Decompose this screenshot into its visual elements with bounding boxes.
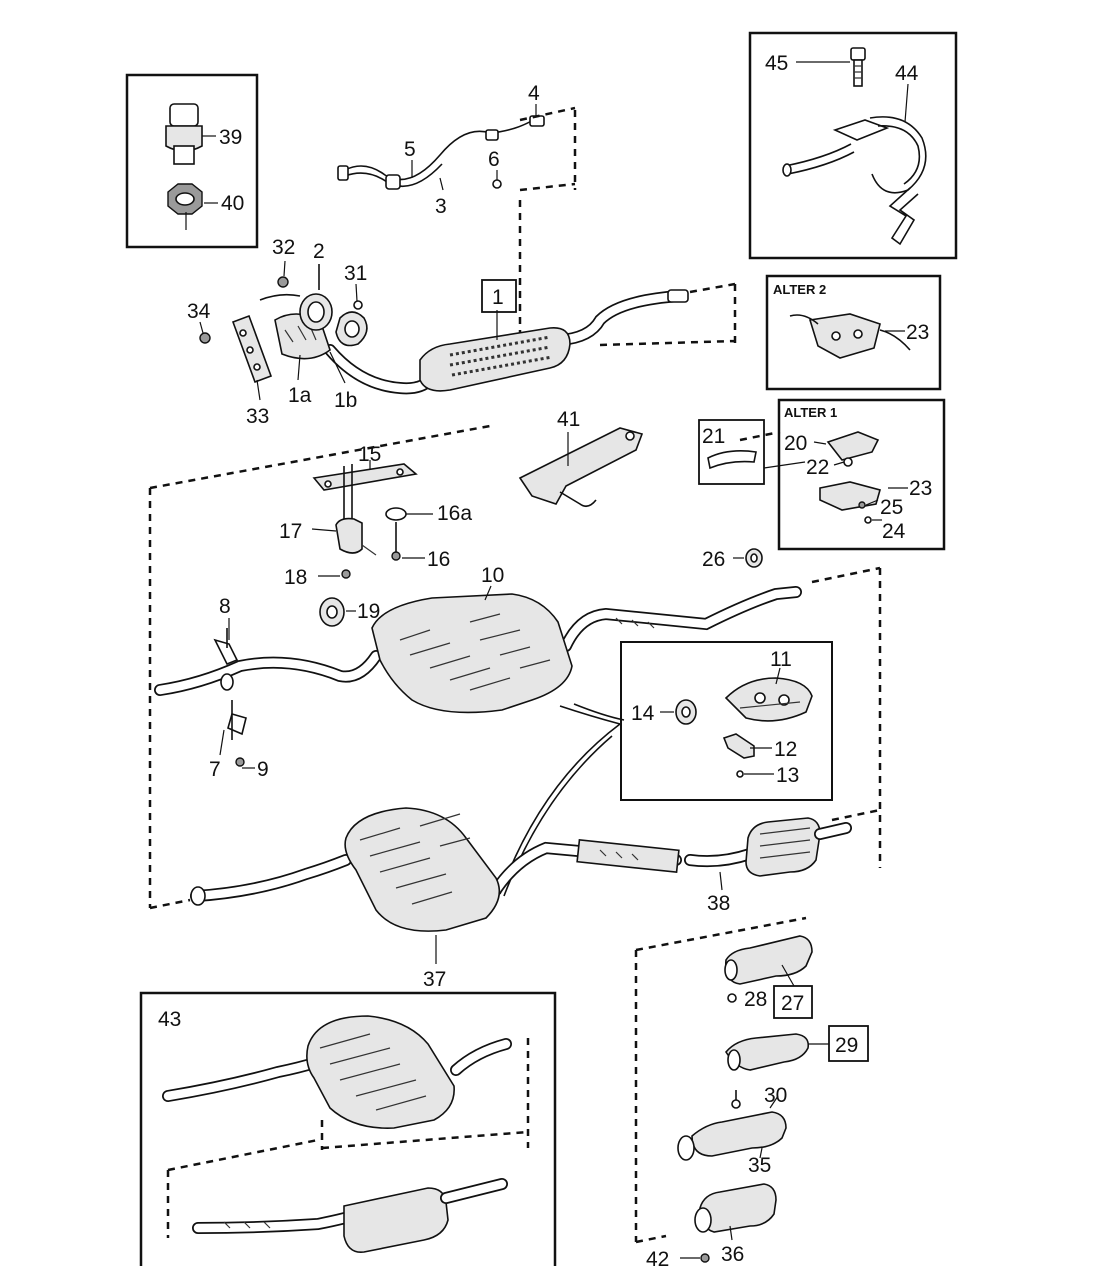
label-43: 43: [158, 1008, 181, 1031]
label-8: 8: [219, 595, 231, 618]
label-11: 11: [770, 648, 792, 671]
label-12: 12: [774, 738, 797, 761]
front-pipe-catalytic-converter: 1 34 32 2 31 33 1a 1b: [187, 236, 737, 428]
gasket-31: [335, 300, 368, 347]
bracket-12: [722, 733, 755, 759]
inset-nut-spacer: 39 40: [125, 73, 259, 249]
label-28: 28: [744, 988, 767, 1011]
rubber-ring-14: [675, 699, 697, 725]
clamp-44: [782, 116, 927, 246]
label-22: 22: [806, 456, 829, 479]
tail-pipe-36: 42 36: [646, 1183, 777, 1266]
hanger-plate-11: [724, 677, 813, 722]
inset-hanger: 11 14 12 13: [559, 641, 833, 801]
spacer-39: [165, 103, 203, 165]
label-27: 27: [781, 992, 804, 1015]
tail-pipe-35: 30 35: [677, 1084, 787, 1177]
label-2: 2: [313, 240, 325, 263]
label-20: 20: [784, 432, 807, 455]
rear-silencer-37: 37: [190, 807, 682, 991]
heat-shield-33: [231, 314, 273, 384]
label-33: 33: [246, 405, 269, 428]
label-9: 9: [257, 758, 269, 781]
catalytic-converter-1: [419, 327, 571, 392]
label-40: 40: [221, 192, 244, 215]
tail-pipe-27: 28 27: [724, 935, 813, 1019]
label-7: 7: [209, 758, 221, 781]
label-3: 3: [435, 195, 447, 218]
nut-40: [167, 183, 203, 215]
label-6: 6: [488, 148, 500, 171]
label-32: 32: [272, 236, 295, 259]
label-16: 16: [427, 548, 450, 571]
label-23-alter-2: 23: [906, 321, 929, 344]
rubber-ring-26: [745, 548, 763, 568]
label-36: 36: [721, 1243, 744, 1266]
label-10: 10: [481, 564, 504, 587]
label-1: 1: [492, 286, 504, 309]
label-38: 38: [707, 892, 730, 915]
label-42: 42: [646, 1248, 669, 1266]
label-29: 29: [835, 1034, 858, 1057]
label-45: 45: [765, 52, 788, 75]
nut-34: [199, 332, 211, 344]
label-24: 24: [882, 520, 906, 543]
bolt-45: [850, 47, 866, 87]
nut-18: [341, 569, 351, 579]
ring-8: [220, 673, 234, 691]
bolt-9: [235, 757, 245, 767]
bracket-41: 41: [518, 408, 644, 508]
rubber-ring-19: [319, 597, 345, 627]
label-25: 25: [880, 496, 903, 519]
label-39: 39: [219, 126, 242, 149]
gasket-2: [299, 293, 333, 331]
label-44: 44: [895, 62, 919, 85]
intermediate-silencer-10: 10 19 26 8 7 9: [154, 548, 802, 781]
inset-alter-1: ALTER 1 20 22 23 25 24: [777, 398, 946, 551]
label-19: 19: [357, 600, 380, 623]
inset-clamp: 45 44: [748, 31, 958, 260]
label-34: 34: [187, 300, 211, 323]
clip-6: [492, 179, 502, 189]
label-17: 17: [279, 520, 302, 543]
sensor-clip-5: [385, 174, 401, 190]
bracket-20: [826, 431, 880, 461]
label-5: 5: [404, 138, 416, 161]
label-15: 15: [358, 443, 381, 466]
label-4: 4: [528, 82, 540, 105]
bracket-15-assembly: 15 16a 17 16 18: [279, 443, 472, 589]
bolt-13: [736, 770, 744, 778]
washer-16a: [385, 507, 407, 521]
label-1a: 1a: [288, 384, 312, 407]
label-13: 13: [776, 764, 799, 787]
oxygen-sensor-harness: 4 5 6 3: [337, 82, 577, 218]
label-37: 37: [423, 968, 446, 991]
label-35: 35: [748, 1154, 771, 1177]
label-26: 26: [702, 548, 725, 571]
label-41: 41: [557, 408, 580, 431]
label-30: 30: [764, 1084, 787, 1107]
label-16a: 16a: [437, 502, 472, 525]
tail-pipe-29: 29: [725, 1025, 869, 1071]
alter-1-caption: ALTER 1: [784, 405, 837, 420]
alter-2-caption: ALTER 2: [773, 282, 826, 297]
label-14: 14: [631, 702, 655, 725]
nut-42: [700, 1253, 710, 1263]
strap-21: 21: [698, 419, 806, 485]
label-23-alter-1: 23: [909, 477, 932, 500]
label-21: 21: [702, 425, 725, 448]
inset-43: 43: [139, 991, 557, 1266]
rubber-mount-17: [335, 517, 363, 554]
label-18: 18: [284, 566, 307, 589]
tail-section-38: 38: [684, 817, 852, 915]
inset-alter-2: ALTER 2 23: [765, 274, 942, 391]
nut-32: [277, 276, 289, 288]
label-1b: 1b: [334, 389, 357, 412]
label-31: 31: [344, 262, 367, 285]
